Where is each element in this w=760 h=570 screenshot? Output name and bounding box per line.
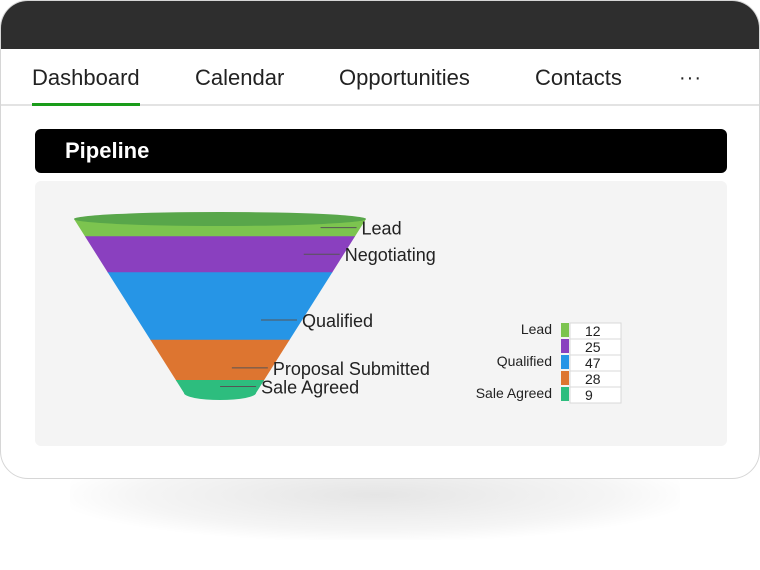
legend-swatch	[561, 323, 569, 337]
legend-label: Sale Agreed	[476, 385, 552, 401]
funnel-top-rim	[74, 212, 366, 226]
legend-value: 9	[585, 387, 593, 403]
funnel-label: Qualified	[302, 311, 373, 331]
tab-dashboard[interactable]: Dashboard	[32, 49, 140, 106]
tab-bar: Dashboard Calendar Opportunities Contact…	[1, 49, 759, 106]
legend-value: 25	[585, 339, 601, 355]
funnel-label: Lead	[362, 219, 402, 239]
tab-contacts[interactable]: Contacts	[535, 65, 622, 90]
tab-opportunities[interactable]: Opportunities	[339, 65, 470, 90]
funnel-segment-sale-agreed	[175, 380, 265, 400]
funnel-segment-negotiating	[84, 236, 356, 280]
funnel-segment-proposal-submitted	[150, 339, 290, 388]
tab-calendar[interactable]: Calendar	[195, 65, 285, 90]
more-icon[interactable]: ···	[679, 67, 702, 89]
funnel-label: Negotiating	[345, 245, 436, 265]
legend-swatch	[561, 339, 569, 353]
funnel-segment-qualified	[107, 272, 333, 347]
legend-value-cell	[569, 386, 622, 404]
legend-value: 12	[585, 323, 601, 339]
legend-swatch	[561, 371, 569, 385]
funnel-label: Proposal Submitted	[273, 359, 430, 379]
legend-value: 28	[585, 371, 601, 387]
pipeline-header: Pipeline	[35, 129, 727, 173]
legend-value: 47	[585, 355, 601, 371]
legend-label: Lead	[521, 321, 552, 337]
top-bar	[1, 1, 759, 49]
legend-label: Qualified	[497, 353, 552, 369]
legend-swatch	[561, 387, 569, 401]
legend-swatch	[561, 355, 569, 369]
section-title: Pipeline	[65, 138, 150, 163]
device-frame: Dashboard Calendar Opportunities Contact…	[0, 0, 760, 479]
funnel-label: Sale Agreed	[261, 378, 359, 398]
